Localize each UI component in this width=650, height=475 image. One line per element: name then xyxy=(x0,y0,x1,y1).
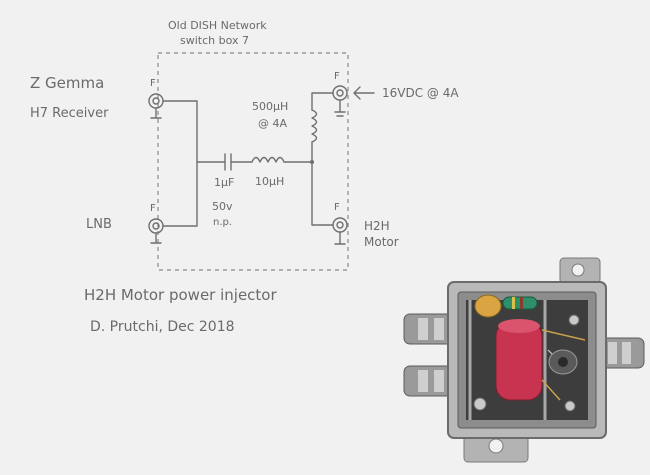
capacitor-value: 1µF xyxy=(214,176,234,189)
receiver-label-line2: H7 Receiver xyxy=(30,106,109,121)
inductor-500uh-symbol xyxy=(311,109,318,143)
f-connector-receiver: F xyxy=(148,78,164,119)
motor-label-line1: H2H xyxy=(364,219,390,233)
switch-box-outline xyxy=(157,52,349,271)
inductor-big-current: @ 4A xyxy=(258,117,287,130)
tantalum-capacitor xyxy=(474,294,502,318)
coax-connector-bottom-left xyxy=(403,365,459,397)
caption-title: H2H Motor power injector xyxy=(84,286,277,304)
receiver-lnb-wire xyxy=(162,100,198,227)
inductor-small-value: 10µH xyxy=(255,175,284,188)
wire-power-to-inductor xyxy=(311,92,334,111)
capacitor-symbol xyxy=(224,153,232,171)
arrow-icon xyxy=(353,86,375,100)
receiver-label-line1: Z Gemma xyxy=(30,74,104,92)
inductor-big-value: 500µH xyxy=(252,100,288,113)
capacitor-type: n.p. xyxy=(213,217,232,228)
f-connector-power: F xyxy=(332,71,348,117)
lnb-label: LNB xyxy=(86,217,112,232)
svg-text:F: F xyxy=(150,78,156,89)
power-input-label: 16VDC @ 4A xyxy=(382,86,459,100)
box-title-line1: Old DISH Network xyxy=(168,19,267,32)
f-connector-motor: F xyxy=(332,202,348,245)
svg-text:F: F xyxy=(334,71,340,82)
switch-box-photo xyxy=(403,257,645,463)
svg-text:F: F xyxy=(334,202,340,213)
caption-author: D. Prutchi, Dec 2018 xyxy=(90,319,235,335)
box-title-line2: switch box 7 xyxy=(180,34,249,47)
capacitor-voltage: 50v xyxy=(212,200,233,213)
svg-text:F: F xyxy=(150,203,156,214)
motor-label-line2: Motor xyxy=(364,235,399,249)
f-connector-lnb: F xyxy=(148,203,164,244)
wire-to-motor xyxy=(311,141,334,226)
red-capacitor xyxy=(495,321,543,401)
inductor-10uh-symbol xyxy=(251,156,285,163)
